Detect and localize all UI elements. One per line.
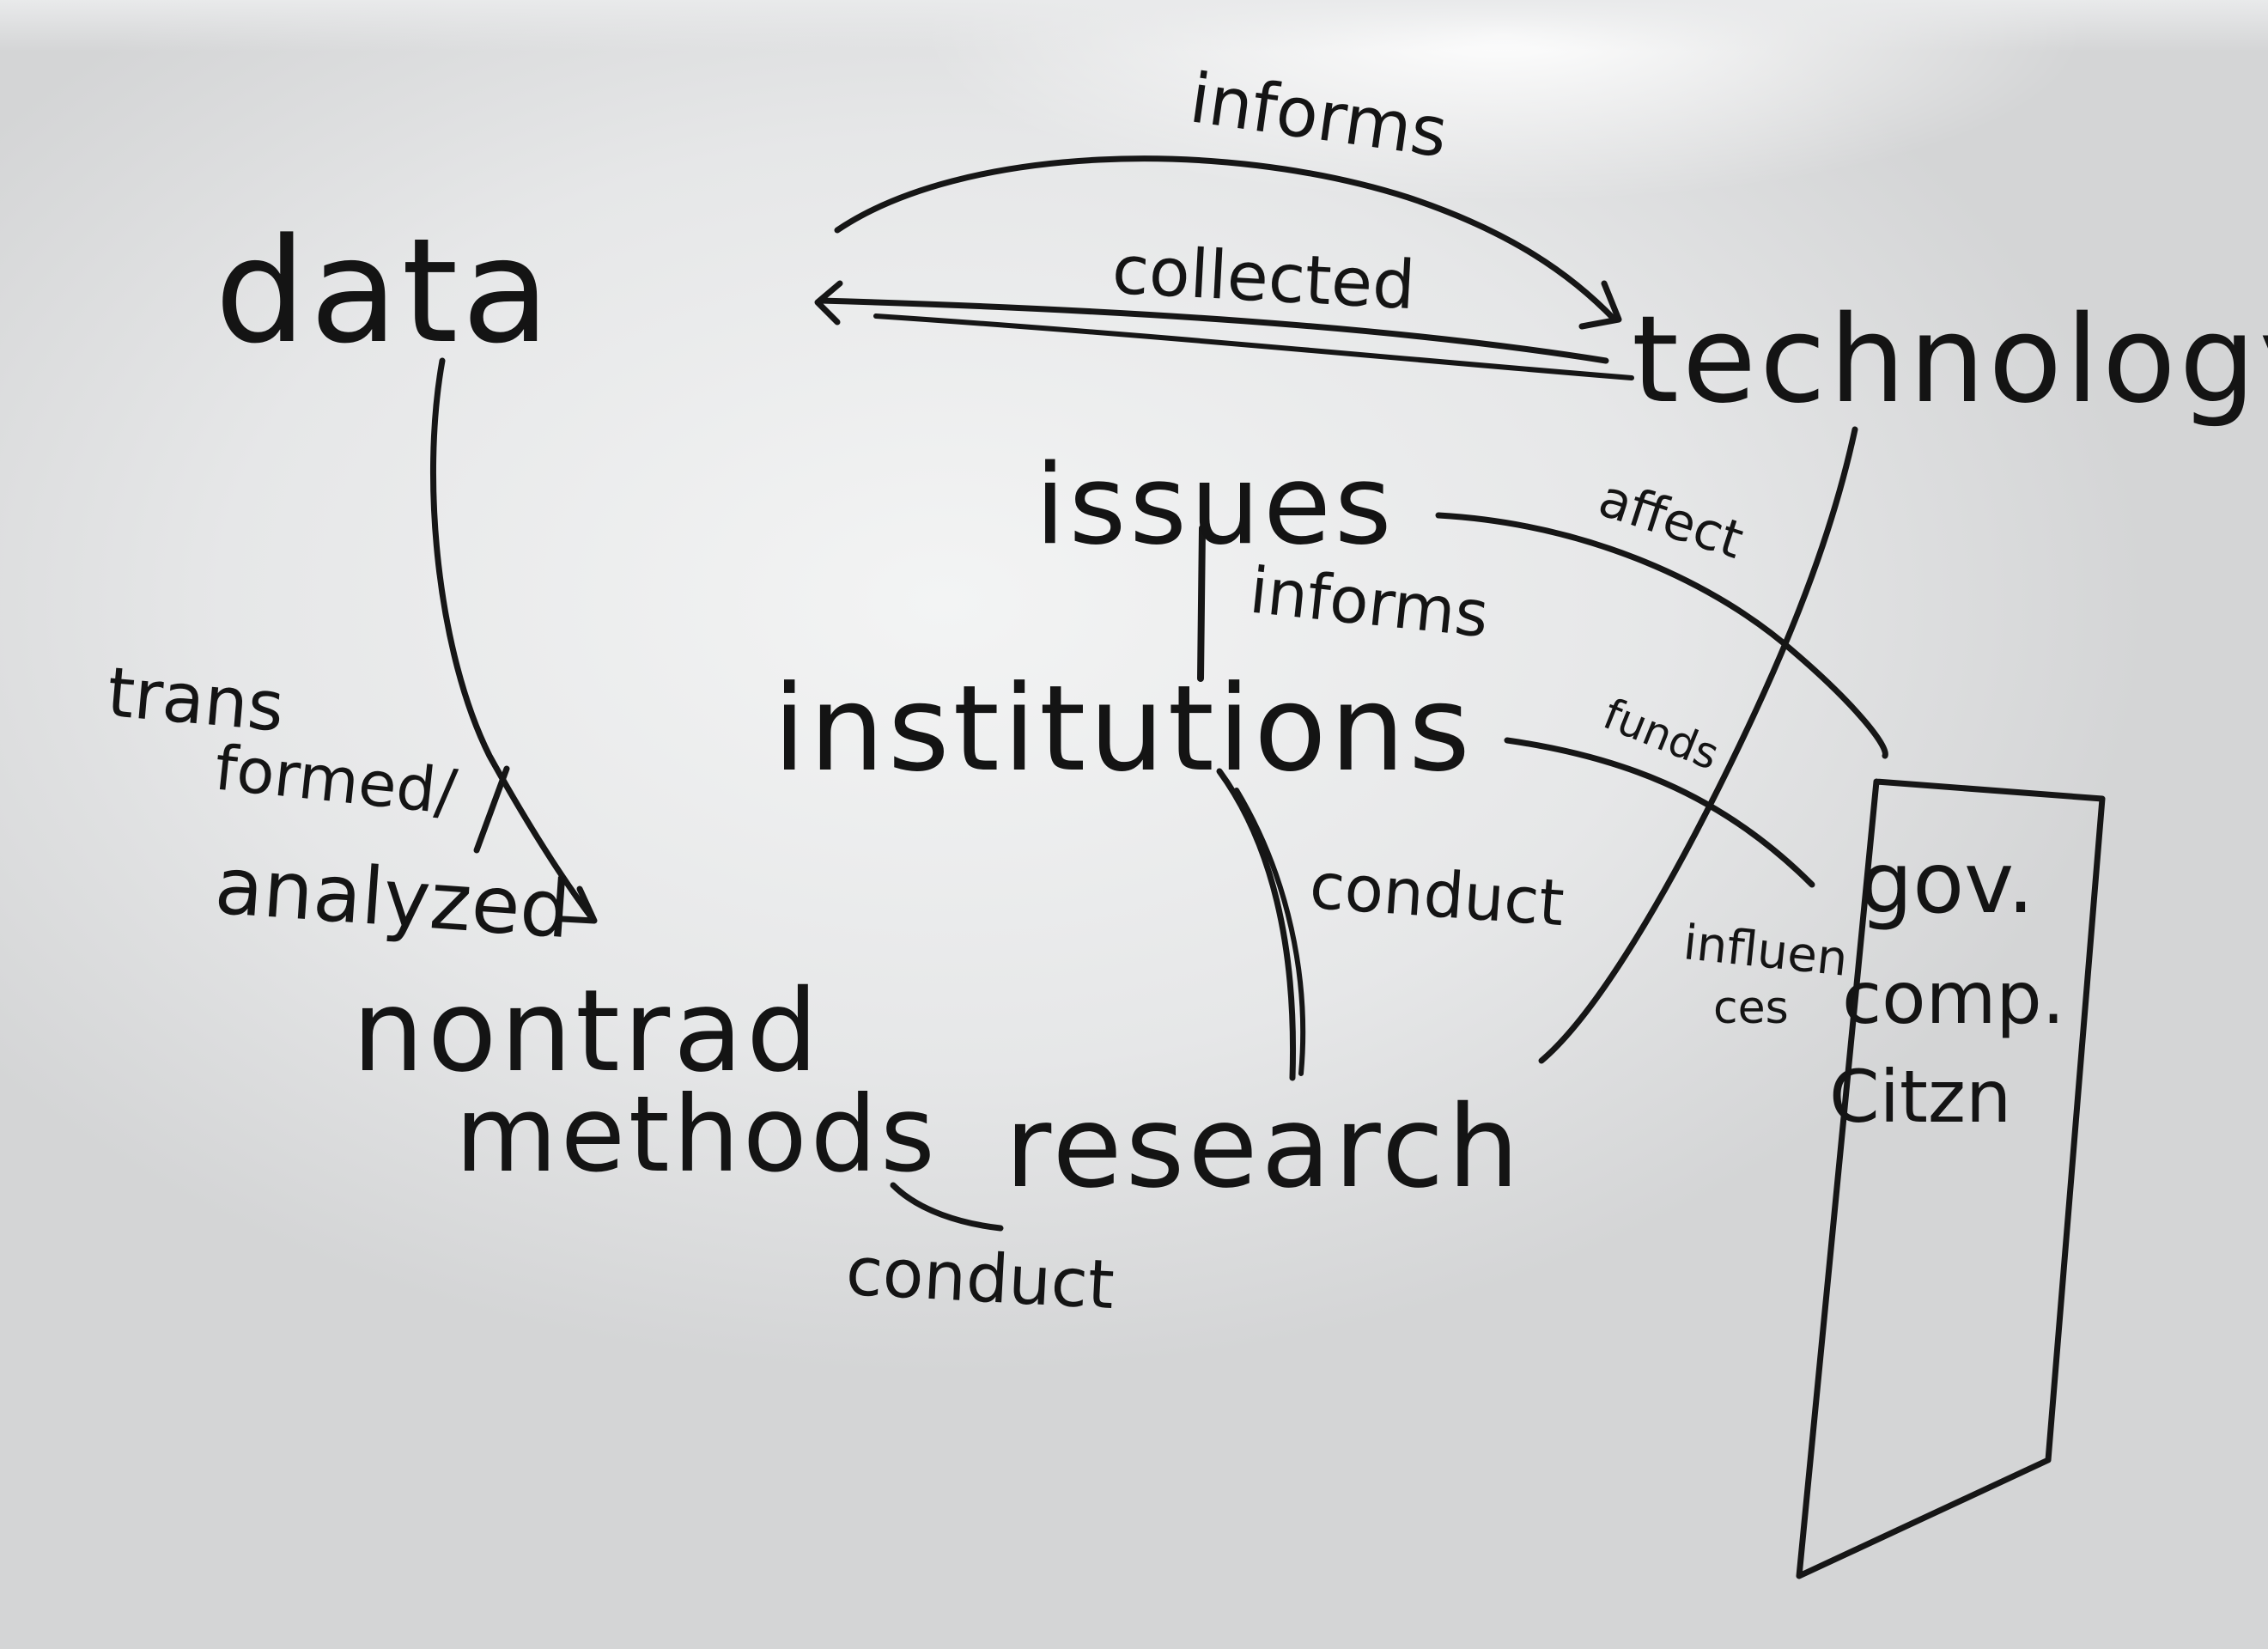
line-data-to-methods [429, 357, 596, 922]
line-collected-lower [873, 313, 1634, 380]
node-data: data [215, 207, 554, 375]
label-trans: trans [104, 652, 288, 747]
node-research: research [1005, 1081, 1523, 1214]
arc-data-informs-technology [834, 155, 1618, 323]
label-analyzed: analyzed [211, 839, 574, 957]
arrowhead-data [814, 280, 843, 326]
label-influences-2: ces [1713, 983, 1789, 1034]
label-collected: collected [1110, 231, 1418, 326]
line-issues-affect-box [1435, 512, 1888, 759]
label-conduct-bottom: conduct [843, 1232, 1116, 1325]
node-methods: methods [455, 1074, 939, 1196]
line-technology-research [1538, 426, 1858, 1064]
node-technology: technology [1632, 290, 2268, 430]
line-collected [817, 297, 1609, 364]
node-nontrad: nontrad [352, 965, 822, 1098]
line-research-methods [890, 1182, 1004, 1232]
whiteboard-top-edge [0, 0, 2268, 52]
arrowhead-technology [1578, 280, 1622, 330]
line-institutions-funds-box [1504, 737, 1815, 888]
node-institutions: institutions [773, 660, 1474, 798]
actor-box-outline [1796, 778, 2106, 1579]
actor-citzn: Citzn [1829, 1055, 2012, 1139]
actor-gov: gov. [1859, 835, 2034, 933]
line-issues-institutions [1197, 525, 1206, 682]
line-institutions-research-2 [1234, 788, 1306, 1076]
node-issues: issues [1035, 441, 1395, 569]
arrowhead-methods [559, 885, 598, 924]
line-institutions-research [1216, 768, 1296, 1081]
label-conduct-right: conduct [1307, 849, 1567, 941]
slash-transformed [473, 765, 510, 854]
actor-comp: comp. [1842, 956, 2065, 1040]
